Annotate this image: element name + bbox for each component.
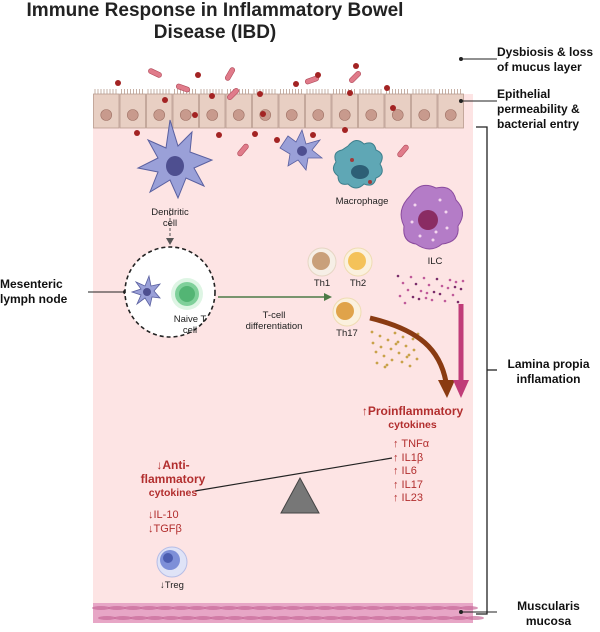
muscularis-line-1: Muscularis — [517, 599, 580, 613]
epithelial-line-3: bacterial entry — [497, 117, 580, 131]
dysbiosis-line-1: Dysbiosis & loss — [497, 45, 594, 59]
cytokine-dots-th17 — [370, 330, 420, 369]
muscularis-line-2: mucosa — [525, 614, 572, 628]
microbe-dot — [216, 132, 222, 138]
microbe-dot — [293, 81, 299, 87]
microbe-dot — [315, 72, 321, 78]
ilc-icon — [400, 184, 463, 250]
epithelial-line-1: Epithelial — [497, 87, 551, 101]
th17-to-proinflammatory-arrow — [369, 315, 449, 383]
microbe-dot — [274, 137, 280, 143]
lamina-bracket — [476, 126, 488, 615]
epithelial-label: Epithelial permeability & bacterial entr… — [497, 87, 600, 132]
lamina-line-2: inflamation — [516, 372, 581, 386]
anti-list: ↓IL-10 ↓TGFβ — [148, 509, 208, 536]
bacterium-icon — [224, 67, 236, 81]
anti-item: ↓IL-10 — [148, 509, 179, 521]
mesenteric-line-1: Mesenteric — [0, 277, 63, 291]
epithelial-cell — [358, 93, 385, 129]
th17-label: Th17 — [336, 328, 358, 339]
lymph-node — [124, 246, 216, 338]
microbe-dot — [257, 91, 263, 97]
muscularis-layer — [92, 603, 484, 623]
anti-heading-line-3: cytokines — [148, 487, 198, 499]
dysbiosis-label: Dysbiosis & loss of mucus layer — [497, 45, 600, 75]
th17-cell-icon — [332, 297, 362, 327]
differentiation-line-1: T-cell — [262, 310, 286, 321]
bacterium-icon — [227, 88, 239, 100]
bacterium-icon — [349, 71, 361, 83]
balance-fulcrum — [280, 476, 320, 514]
dendritic-line-1: Dendritic — [151, 207, 189, 218]
differentiation-label: T-cell differentiation — [236, 310, 312, 332]
cytokine-dots-ilc — [396, 274, 465, 305]
th1-label: Th1 — [313, 278, 331, 289]
microbe-dot — [195, 72, 201, 78]
dendritic-label: Dendritic cell — [135, 207, 205, 229]
epithelial-line-2: permeability & — [497, 102, 580, 116]
lymph-dendritic-icon — [130, 274, 162, 308]
bacterium-icon — [148, 68, 162, 78]
macrophage-label: Macrophage — [335, 196, 389, 207]
lamina-line-1: Lamina propia — [507, 357, 590, 371]
mesenteric-line-2: lymph node — [0, 292, 68, 306]
bacteria-group — [115, 63, 409, 158]
th2-cell-icon — [343, 247, 373, 277]
microbe-dot — [384, 85, 390, 91]
epithelial-cell — [252, 93, 279, 129]
anti-item: ↓TGFβ — [148, 522, 182, 535]
microbe-dot — [342, 127, 348, 133]
pro-item: ↑ IL23 — [393, 492, 423, 504]
treg-cell-icon — [156, 546, 188, 578]
muscularis-label: Muscularis mucosa — [497, 599, 600, 629]
microbe-dot — [115, 80, 121, 86]
naive-t-line-1: Naive T — [173, 314, 207, 325]
anti-heading-line-2: flammatory — [140, 472, 206, 486]
pro-item: ↑ IL1β — [393, 451, 424, 464]
lamina-propria-region — [93, 94, 473, 614]
lamina-label: Lamina propia inflamation — [497, 357, 600, 387]
pro-heading: ↑Proinflammatory cytokines — [350, 404, 475, 432]
anti-heading-line-1: ↓Anti- — [156, 458, 190, 472]
microbe-dot — [260, 111, 266, 117]
naive-t-label: Naive T cell — [165, 314, 215, 336]
naive-t-line-2: cell — [182, 325, 198, 336]
dendritic-line-2: cell — [162, 218, 178, 229]
microbe-dot — [353, 63, 359, 69]
balance-beam — [194, 457, 393, 492]
bacterium-icon — [237, 143, 249, 157]
differentiation-line-2: differentiation — [245, 321, 303, 332]
pro-item: ↑ IL17 — [393, 478, 423, 491]
microbe-dot — [390, 105, 396, 111]
th2-label: Th2 — [349, 278, 367, 289]
microbe-dot — [162, 97, 168, 103]
dysbiosis-line-2: of mucus layer — [497, 60, 582, 74]
microbe-dot — [134, 130, 140, 136]
pro-heading-line-1: ↑Proinflammatory — [361, 404, 464, 418]
pro-item: ↑ TNFα — [393, 438, 430, 450]
microbe-dot — [209, 93, 215, 99]
pro-heading-line-2: cytokines — [388, 419, 437, 431]
diagram-title: Immune Response in Inflammatory Bowel Di… — [26, 0, 404, 43]
bacterium-icon — [397, 144, 409, 158]
th1-cell-icon — [307, 247, 337, 277]
macrophage-icon — [332, 140, 383, 189]
mesenteric-label: Mesenteric lymph node — [0, 277, 90, 307]
dendritic-cell-icon — [136, 119, 214, 200]
epithelial-dendritic-icon — [279, 128, 324, 171]
pro-item: ↑ IL6 — [393, 465, 417, 477]
pro-list: ↑ TNFα ↑ IL1β ↑ IL6 ↑ IL17 ↑ IL23 — [393, 438, 453, 506]
naive-t-cell-icon — [171, 278, 203, 310]
treg-label: ↓Treg — [160, 580, 184, 591]
anti-heading: ↓Anti- flammatory cytokines — [128, 458, 218, 500]
microbe-dot — [252, 131, 258, 137]
ilc-label: ILC — [427, 256, 443, 267]
microbe-dot — [347, 90, 353, 96]
bacterium-icon — [175, 83, 191, 93]
microbe-dot — [192, 112, 198, 118]
